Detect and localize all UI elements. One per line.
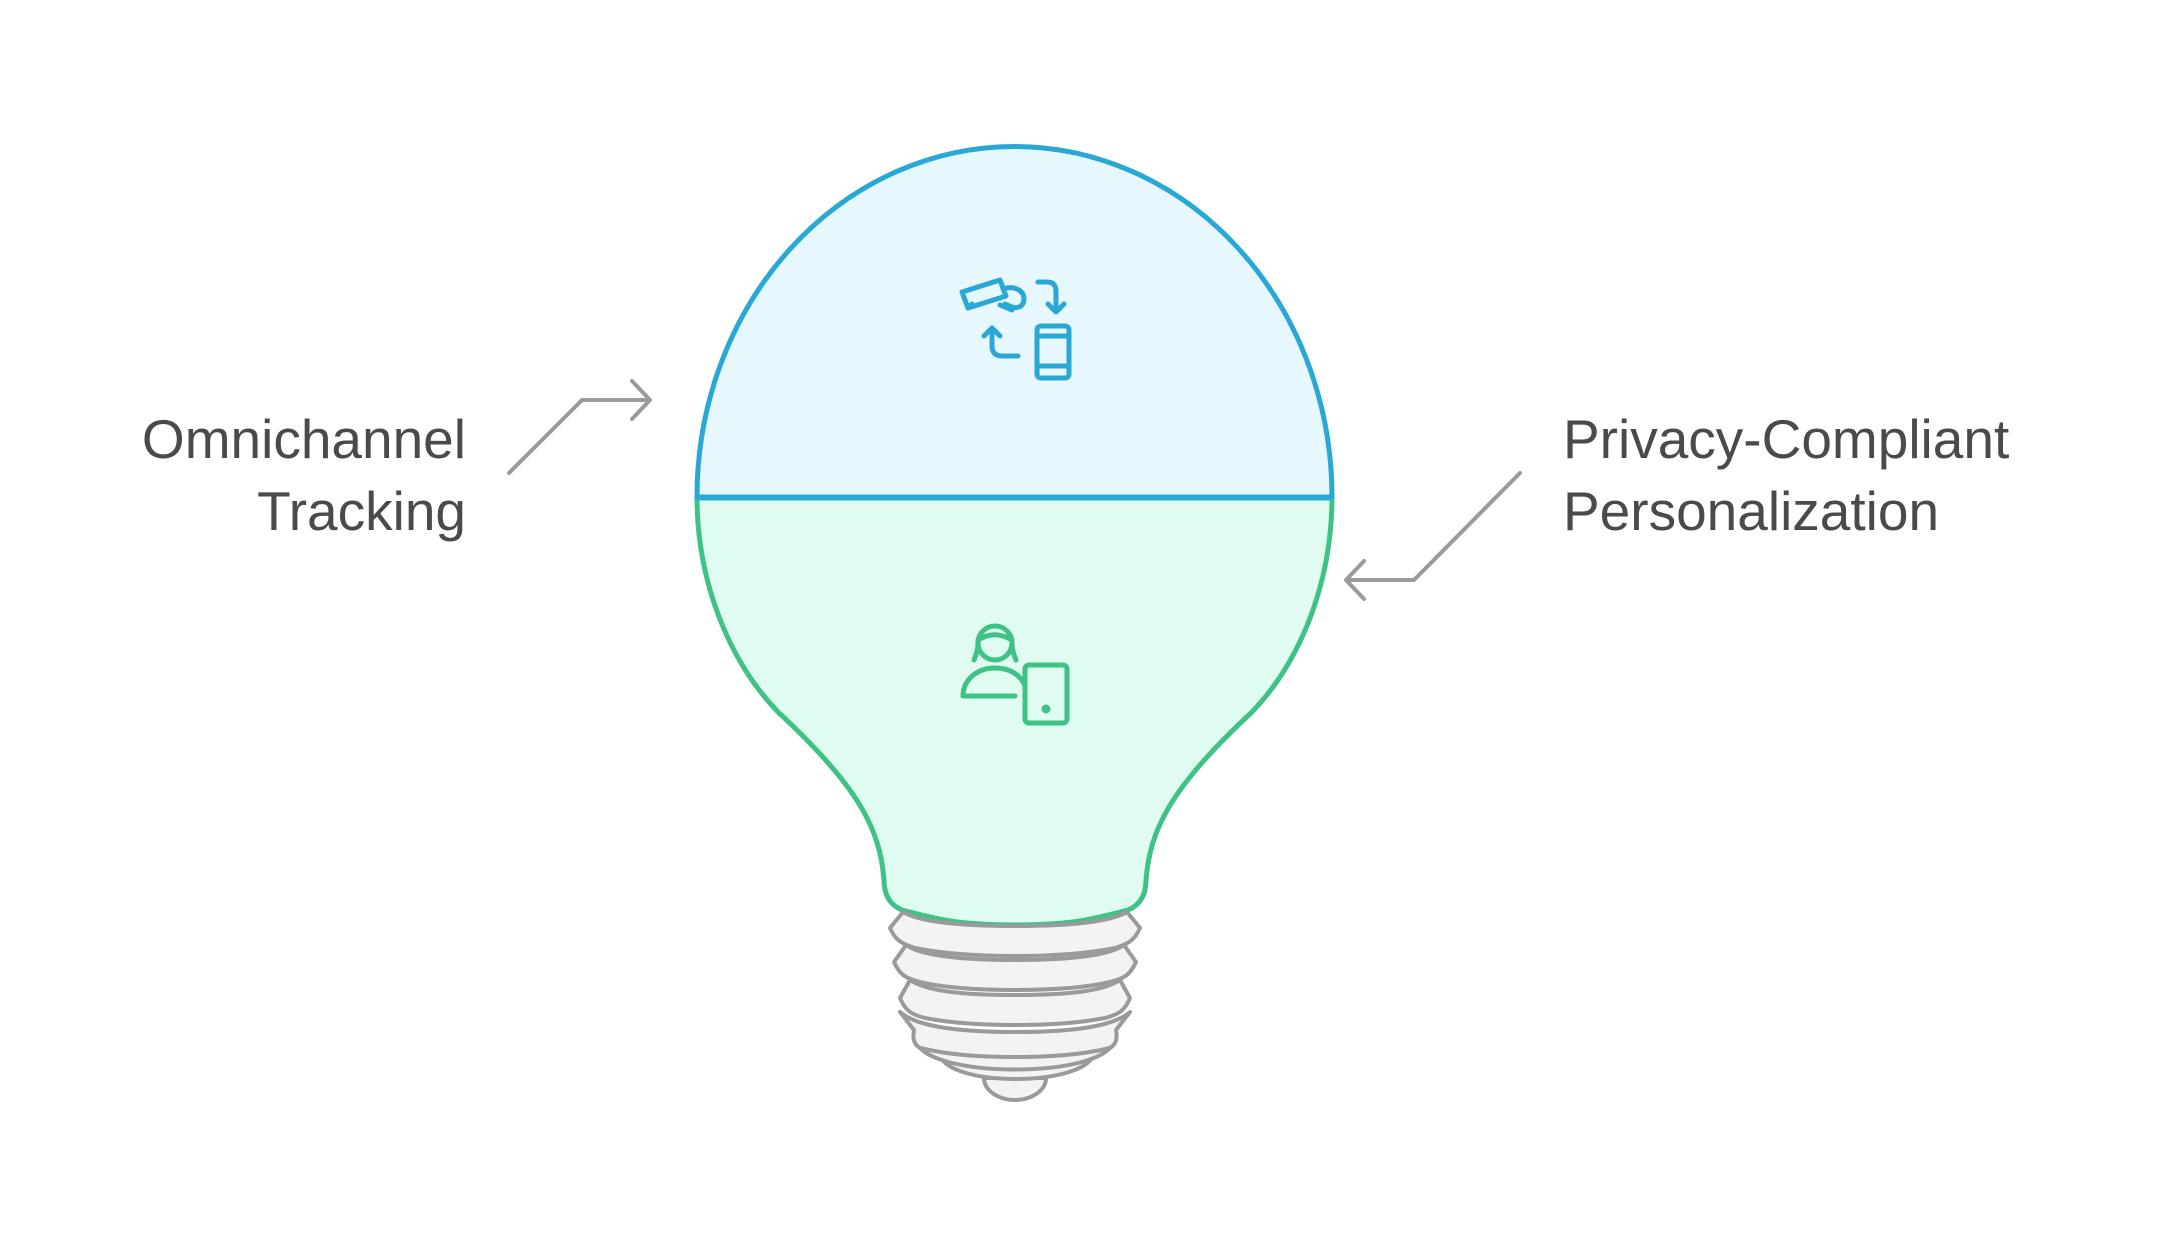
label-right-line1: Privacy-Compliant: [1563, 408, 2010, 470]
bulb-bottom-section: [694, 494, 1335, 928]
label-left-line2: Tracking: [257, 480, 466, 542]
person-tablet-icon: [960, 623, 1070, 726]
label-right-line2: Personalization: [1563, 480, 1940, 542]
left-connector-arrow: [507, 379, 652, 475]
camera-sync-phone-icon: [959, 277, 1072, 381]
label-privacy-compliant-personalization: Privacy-Compliant Personalization: [1563, 403, 2009, 547]
bulb-screw-base: [888, 910, 1142, 1102]
right-connector-arrow: [1344, 471, 1522, 601]
bulb-top-section: [694, 144, 1335, 500]
label-left-line1: Omnichannel: [141, 408, 466, 470]
label-omnichannel-tracking: Omnichannel Tracking: [142, 403, 466, 547]
